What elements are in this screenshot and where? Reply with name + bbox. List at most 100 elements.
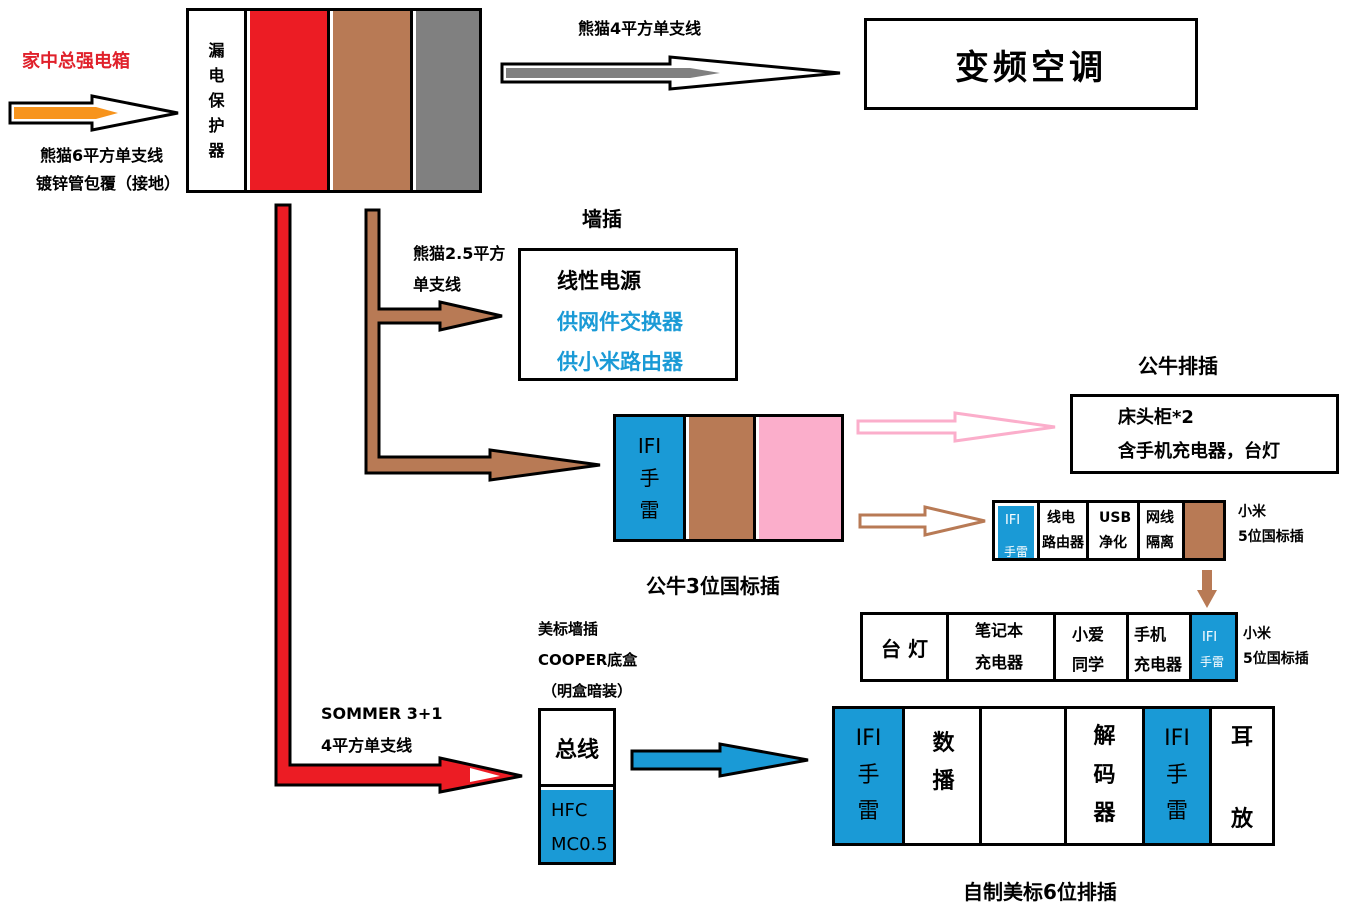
- decoder-char: 器: [1093, 801, 1116, 827]
- breaker-char: 护: [208, 116, 225, 136]
- ac-cable-arrow: [500, 55, 841, 91]
- hfc-label: HFC: [551, 800, 588, 821]
- breaker-char: 漏: [208, 40, 225, 60]
- mi-top-cell: 线电 路由器: [1037, 503, 1089, 558]
- cell-label: 网线: [1146, 510, 1174, 526]
- us-outlet-box: 总线 HFC MC0.5: [538, 708, 616, 865]
- mi-to-mi-arrow: [1197, 570, 1217, 608]
- decoder-char: 码: [1093, 762, 1116, 788]
- switch-label: 供网件交换器: [557, 310, 683, 334]
- ifi-label: IFI: [1005, 513, 1021, 528]
- leakage-protector: 漏 电 保 护 器: [189, 11, 247, 190]
- source-label: 家中总强电箱: [22, 51, 130, 72]
- bull3-ifi: IFI 手 雷: [616, 417, 686, 539]
- ifi-label: IFI: [1202, 630, 1218, 645]
- wall-cable-label: 熊猫2.5平方: [413, 244, 506, 263]
- mi-bottom-cell: 笔记本 充电器: [949, 615, 1056, 679]
- bull3-pink: [759, 417, 841, 539]
- router-label: 供小米路由器: [557, 350, 683, 374]
- bull3-brown: [689, 417, 756, 539]
- input-cable-label: 熊猫6平方单支线: [40, 146, 164, 165]
- bull3-outlet: IFI 手 雷: [613, 414, 844, 542]
- sommer-cable-wire: [274, 203, 523, 794]
- us-outlet-label: 美标墙插: [538, 620, 599, 638]
- ifi-char: 手: [1165, 762, 1188, 788]
- cell-label: 路由器: [1042, 535, 1084, 551]
- ac-title: 变频空调: [955, 47, 1107, 88]
- wall-cable-label-2: 单支线: [413, 275, 462, 294]
- six-digital-player: 数 播: [908, 709, 982, 843]
- breaker-panel: 漏 电 保 护 器: [186, 8, 482, 193]
- ifi-sub-label: 手雷: [1004, 545, 1029, 559]
- ifi-sub-label: 手雷: [1200, 655, 1225, 669]
- input-cable-arrow: [8, 94, 179, 132]
- mi-bottom-side-label: 小米: [1243, 626, 1271, 642]
- ifi-label: IFI: [855, 726, 882, 752]
- mi-bottom-ifi: IFI 手雷: [1192, 615, 1235, 679]
- bull3-to-mi-arrow: [858, 505, 986, 537]
- breaker-char: 保: [208, 90, 225, 110]
- six-ifi-1: IFI 手 雷: [835, 709, 905, 843]
- cell-label: 小爱: [1072, 625, 1105, 644]
- linear-psu-label: 线性电源: [557, 269, 641, 293]
- mi-top-side-label: 小米: [1238, 504, 1266, 520]
- wall-box: 线性电源 供网件交换器 供小米路由器: [518, 248, 738, 381]
- bedside-desc: 含手机充电器，台灯: [1118, 441, 1280, 462]
- ifi-char: 雷: [639, 498, 660, 522]
- ifi-char: 手: [639, 466, 660, 490]
- digital-char: 数: [932, 731, 955, 756]
- bedside-label: 床头柜*2: [1118, 407, 1194, 428]
- mi-top-brown: [1185, 503, 1223, 558]
- breaker-char: 电: [208, 65, 225, 85]
- breaker-char: 器: [208, 141, 225, 161]
- six-empty-slot: [982, 709, 1067, 843]
- mi-top-side-label-2: 5位国标插: [1238, 529, 1304, 545]
- cell-label: USB: [1099, 510, 1132, 526]
- bus-cell: 总线: [541, 711, 613, 787]
- wall-cable-wire: [364, 208, 601, 482]
- cell-label: 充电器: [1134, 655, 1183, 674]
- mi-top-cell: USB 净化: [1089, 503, 1140, 558]
- mi-bottom-lamp: 台 灯: [863, 615, 949, 679]
- mi-bottom-side-label-2: 5位国标插: [1243, 651, 1309, 667]
- cell-label: 同学: [1072, 655, 1105, 674]
- ifi-char: 雷: [857, 799, 880, 825]
- mi-bottom-cell: 手机 充电器: [1129, 615, 1192, 679]
- cell-label: 充电器: [975, 653, 1024, 672]
- cell-label: 笔记本: [975, 621, 1024, 640]
- ifi-label: IFI: [1164, 726, 1190, 752]
- six-strip-caption: 自制美标6位排插: [963, 880, 1117, 904]
- bull-strip-title: 公牛排插: [1138, 354, 1218, 378]
- six-ifi-2: IFI 手 雷: [1145, 709, 1212, 843]
- bus-label: 总线: [554, 737, 599, 763]
- ifi-label: IFI: [637, 434, 662, 458]
- mi-top-cell: 网线 隔离: [1140, 503, 1185, 558]
- ac-cable-label: 熊猫4平方单支线: [578, 19, 702, 38]
- breaker-red: [250, 11, 330, 190]
- cell-label: 净化: [1099, 535, 1127, 551]
- six-headphone-amp: 耳 放: [1212, 709, 1272, 843]
- digital-char: 播: [932, 769, 955, 795]
- mi-top-ifi: IFI 手雷: [998, 506, 1034, 558]
- bull3-caption: 公牛3位国标插: [646, 574, 780, 598]
- amp-char: 耳: [1230, 725, 1253, 750]
- input-cable-label-2: 镀锌管包覆（接地）: [36, 174, 181, 193]
- hfc-cell: HFC MC0.5: [541, 790, 613, 862]
- amp-char: 放: [1230, 806, 1253, 832]
- ifi-char: 手: [857, 762, 880, 788]
- cell-label: 线电: [1047, 510, 1075, 526]
- cooper-box-label: COOPER底盒: [538, 651, 638, 669]
- ifi-char: 雷: [1165, 799, 1188, 825]
- mi-strip-top: IFI 手雷 线电 路由器 USB 净化 网线 隔离: [992, 500, 1226, 561]
- bull3-to-strip-arrow: [856, 411, 1056, 443]
- decoder-char: 解: [1093, 724, 1116, 750]
- wall-title: 墙插: [582, 207, 622, 231]
- breaker-gray: [416, 11, 479, 190]
- lamp-label: 台 灯: [881, 636, 928, 661]
- sommer-cable-label: SOMMER 3+1: [321, 704, 443, 723]
- cell-label: 手机: [1134, 625, 1167, 644]
- hfc-model-label: MC0.5: [551, 834, 608, 855]
- sommer-cable-label-2: 4平方单支线: [321, 736, 413, 755]
- mi-strip-bottom: 台 灯 笔记本 充电器 小爱 同学 手机 充电器 IFI 手雷: [860, 612, 1238, 682]
